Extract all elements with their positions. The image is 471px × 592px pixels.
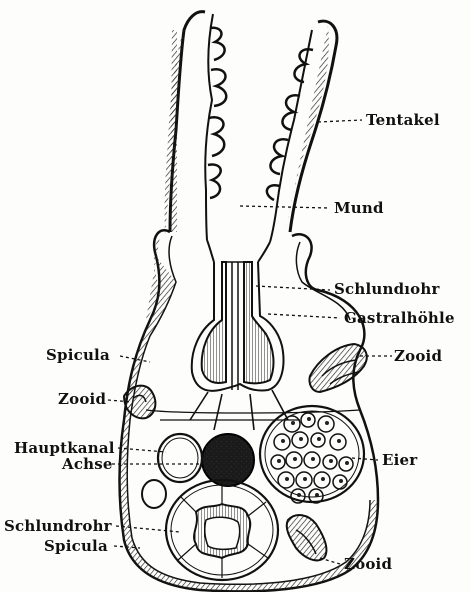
lower-polyp bbox=[166, 480, 278, 580]
label-spicula-lower: Spicula bbox=[44, 537, 108, 555]
left-tentacle bbox=[165, 12, 227, 240]
mouth bbox=[207, 240, 270, 262]
label-schlundrohr-lower: Schlundrohr bbox=[4, 517, 112, 535]
small-cavity bbox=[142, 480, 166, 508]
label-tentakel: Tentakel bbox=[366, 111, 440, 129]
label-gastralhoehle: Gastralhöhle bbox=[344, 309, 455, 327]
zooid-right-lower bbox=[287, 515, 327, 560]
label-eier: Eier bbox=[382, 451, 417, 469]
label-spicula-upper: Spicula bbox=[46, 346, 110, 364]
label-mund: Mund bbox=[334, 199, 384, 217]
label-schlundrohr-upper: Schlundıohr bbox=[334, 280, 440, 298]
label-achse: Achse bbox=[62, 455, 113, 473]
pharynx-upper bbox=[192, 262, 284, 391]
label-zooid-right-upper: Zooid bbox=[394, 347, 442, 365]
label-zooid-right-lower: Zooid bbox=[344, 555, 392, 573]
label-zooid-left: Zooid bbox=[58, 390, 106, 408]
right-tentacle bbox=[267, 21, 337, 242]
axis bbox=[202, 434, 254, 486]
zooid-right-upper bbox=[309, 344, 366, 392]
egg-chamber bbox=[260, 406, 364, 503]
main-canal bbox=[158, 434, 202, 482]
